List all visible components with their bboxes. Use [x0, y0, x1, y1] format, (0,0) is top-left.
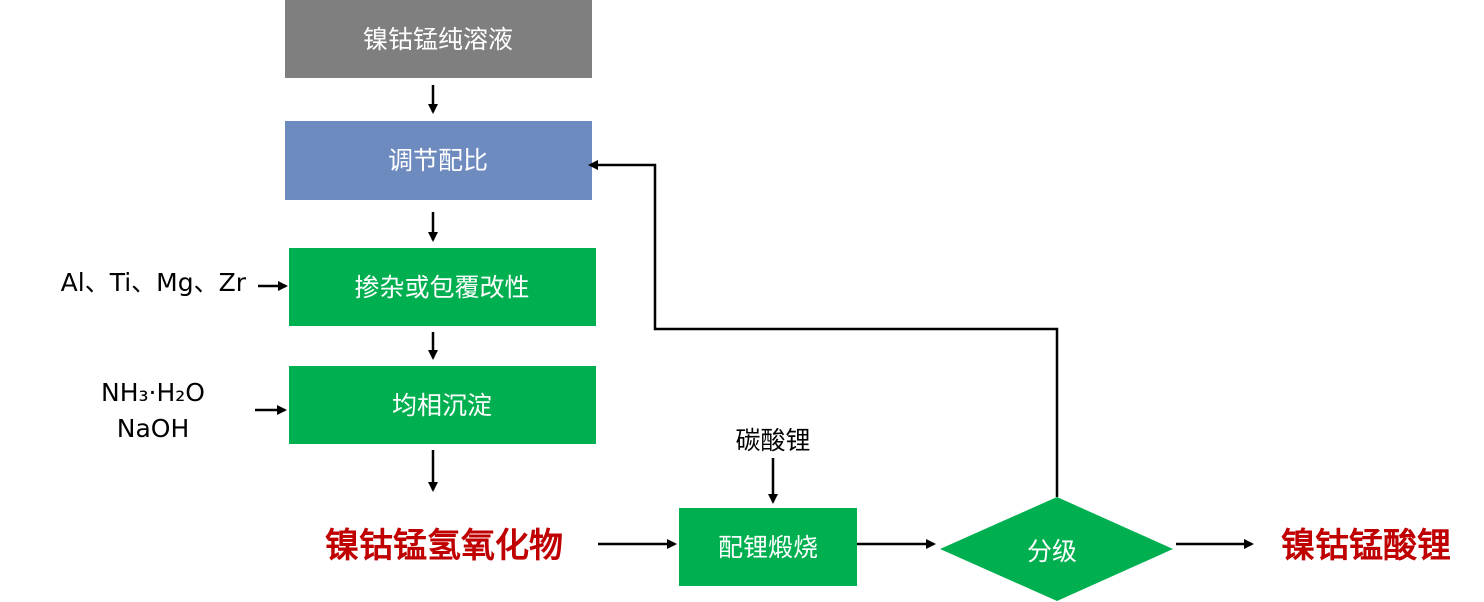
step-pure-solution: 镍钴锰纯溶液 — [285, 0, 592, 78]
dopants-label: Al、Ti、Mg、Zr — [61, 268, 247, 297]
step-doping-coating: 掺杂或包覆改性 — [289, 248, 596, 326]
step-label: 分级 — [1027, 537, 1077, 566]
step-classification: 分级 — [940, 497, 1173, 601]
step-label: 镍钴锰纯溶液 — [363, 25, 513, 54]
step-label: 掺杂或包覆改性 — [354, 273, 529, 302]
step-label: 调节配比 — [388, 146, 488, 175]
intermediate-hydroxide: 镍钴锰氢氧化物 — [325, 526, 563, 566]
step-lithiation-calcination: 配锂煅烧 — [679, 508, 857, 586]
precipitant-naoh: NaOH — [117, 414, 190, 443]
recycle-arrow — [588, 160, 1059, 497]
step-label: 配锂煅烧 — [718, 533, 818, 562]
step-label: 均相沉淀 — [392, 391, 492, 420]
precipitant-ammonia: NH₃·H₂O — [101, 378, 205, 407]
step-homogeneous-precipitation: 均相沉淀 — [289, 366, 596, 444]
lithium-source-label: 碳酸锂 — [735, 426, 810, 455]
step-adjust-ratio: 调节配比 — [285, 121, 592, 200]
final-product: 镍钴锰酸锂 — [1281, 526, 1451, 566]
